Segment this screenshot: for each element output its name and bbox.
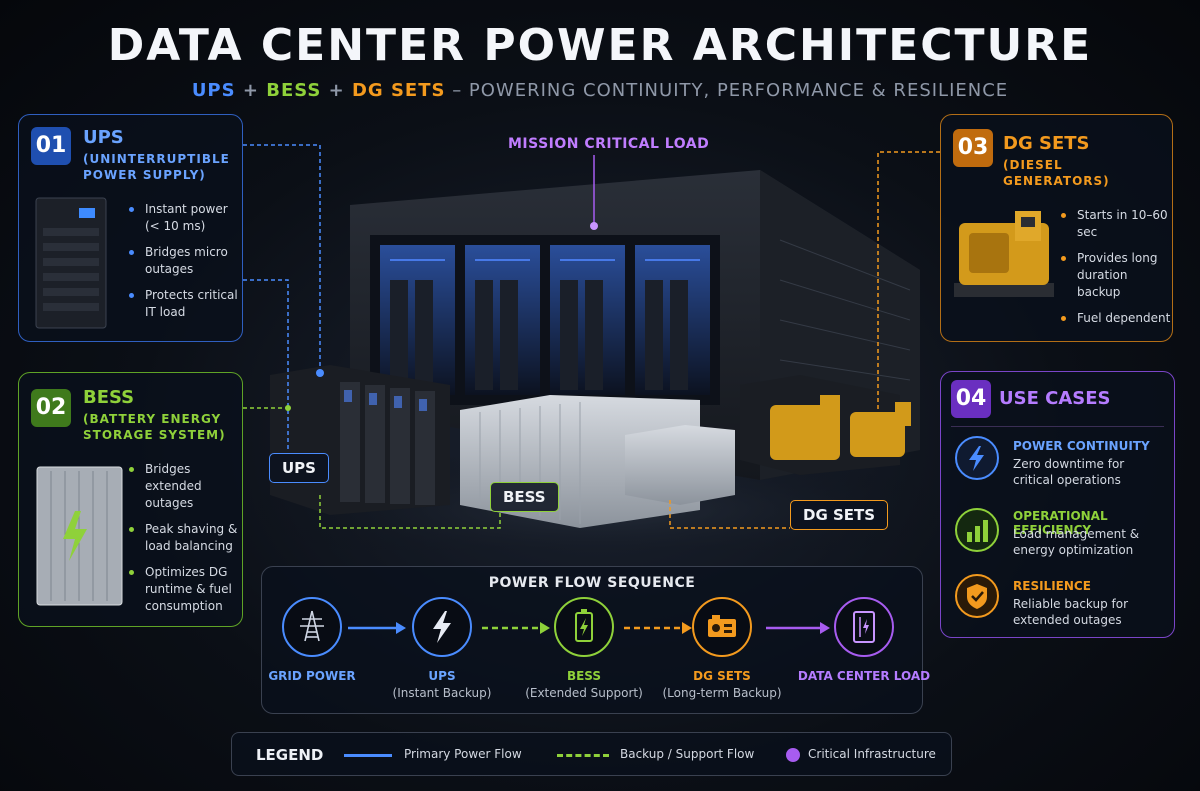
backup-arrow	[482, 622, 550, 634]
flow-step-label: GRID POWER	[268, 669, 356, 683]
ups-panel: 01 UPS (UNINTERRUPTIBLE POWER SUPPLY) In…	[18, 114, 243, 342]
dg-bullet: Provides long duration backup	[1061, 250, 1171, 301]
dg-sets-panel: 03 DG SETS (DIESEL GENERATORS) Starts in…	[940, 114, 1173, 342]
dg-sets-circle	[692, 597, 752, 657]
power-flow-panel: POWER FLOW SEQUENCE GRID POWER UPS (Inst…	[261, 566, 930, 714]
ups-subtitle-line2: POWER SUPPLY)	[83, 168, 206, 182]
bess-container-small	[625, 425, 735, 505]
use-case-title: RESILIENCE	[1013, 579, 1091, 593]
flow-step-label: DG SETS	[693, 669, 751, 683]
subtitle-bess: BESS	[266, 80, 322, 101]
battery-icon	[575, 609, 593, 642]
use-case-title: POWER CONTINUITY	[1013, 439, 1150, 453]
bar-chart-icon	[955, 508, 999, 552]
bess-circle	[554, 597, 614, 657]
mission-node	[590, 222, 598, 230]
use-case-title: OPERATIONAL EFFICIENCY	[1013, 509, 1108, 537]
ups-node	[316, 369, 324, 377]
bess-subtitle-line1: (BATTERY ENERGY	[83, 412, 222, 426]
page-title: DATA CENTER POWER ARCHITECTURE	[107, 20, 1093, 71]
flow-step-sub: (Extended Support)	[525, 686, 643, 700]
data-center-illustration	[240, 170, 940, 550]
use-cases-divider	[951, 426, 1164, 427]
dg-bullet: Fuel dependent	[1061, 310, 1171, 327]
primary-arrow	[348, 622, 406, 634]
use-case-desc: Load management & energy optimization	[1013, 527, 1140, 557]
use-case-desc: Reliable backup for extended outages	[1013, 597, 1129, 627]
page-subtitle: UPS + BESS + DG SETS – POWERING CONTINUI…	[0, 80, 1200, 101]
generator-icon	[954, 211, 1054, 297]
ups-subtitle-line1: (UNINTERRUPTIBLE	[83, 152, 230, 166]
power-flow-title: POWER FLOW SEQUENCE	[488, 575, 696, 591]
primary-arrow	[766, 622, 830, 634]
subtitle-ups: UPS	[191, 80, 236, 101]
ups-bullet: Bridges micro outages	[129, 244, 239, 278]
ups-circle	[412, 597, 472, 657]
flow-step-label: UPS	[428, 669, 456, 683]
dg-panel-title: DG SETS	[1003, 133, 1090, 154]
legend-primary-label: Primary Power Flow	[404, 747, 522, 761]
legend: LEGEND Primary Power Flow Backup / Suppo…	[231, 732, 952, 776]
use-cases-panel: 04 USE CASES POWER CONTINUITY Zero downt…	[940, 371, 1175, 638]
ups-bullets: Instant power (< 10 ms) Bridges micro ou…	[129, 201, 239, 330]
mission-critical-label: MISSION CRITICAL LOAD	[508, 136, 710, 152]
use-case-desc: Zero downtime for critical operations	[1013, 457, 1125, 487]
legend-critical-swatch	[786, 748, 800, 762]
legend-primary-swatch	[344, 754, 392, 757]
bess-bullet: Bridges extended outages	[129, 461, 239, 512]
generator-units	[770, 395, 911, 460]
flow-step-sub: (Instant Backup)	[392, 686, 492, 700]
data-center-load-circle	[834, 597, 894, 657]
lightning-icon	[433, 611, 451, 643]
flow-step-label: DATA CENTER LOAD	[797, 669, 931, 683]
grid-power-circle	[282, 597, 342, 657]
use-cases-number: 04	[951, 380, 991, 418]
shield-check-icon	[955, 574, 999, 618]
ups-callout: UPS	[269, 453, 329, 483]
server-rack-icon	[853, 611, 875, 643]
subtitle-plus-2: +	[321, 80, 352, 101]
bess-subtitle-line2: STORAGE SYSTEM)	[83, 428, 226, 442]
legend-backup-label: Backup / Support Flow	[620, 747, 755, 761]
battery-container-icon	[36, 466, 123, 606]
flow-step-label: BESS	[566, 669, 602, 683]
flow-step-sub: (Long-term Backup)	[662, 686, 782, 700]
ups-bullet: Protects critical IT load	[129, 287, 239, 321]
bess-bullet: Optimizes DG runtime & fuel consumption	[129, 564, 239, 615]
ups-panel-title: UPS	[83, 127, 124, 148]
bess-panel: 02 BESS (BATTERY ENERGY STORAGE SYSTEM) …	[18, 372, 243, 627]
ups-panel-number: 01	[31, 127, 71, 165]
ups-bullet: Instant power (< 10 ms)	[129, 201, 239, 235]
bess-bullet: Peak shaving & load balancing	[129, 521, 239, 555]
dg-bullet: Starts in 10–60 sec	[1061, 207, 1171, 241]
backup-arrow	[624, 622, 692, 634]
subtitle-rest: – POWERING CONTINUITY, PERFORMANCE & RES…	[445, 80, 1009, 101]
lightning-icon	[955, 436, 999, 480]
legend-backup-swatch	[557, 754, 609, 757]
ups-cabinet-icon	[35, 197, 107, 329]
dg-sets-callout: DG SETS	[790, 500, 889, 530]
bess-bullets: Bridges extended outages Peak shaving & …	[129, 461, 239, 624]
ups-panel-subtitle: (UNINTERRUPTIBLE POWER SUPPLY)	[83, 151, 230, 183]
dg-panel-number: 03	[953, 129, 993, 167]
bess-panel-title: BESS	[83, 387, 135, 408]
dg-bullets: Starts in 10–60 sec Provides long durati…	[1061, 207, 1171, 336]
bess-panel-subtitle: (BATTERY ENERGY STORAGE SYSTEM)	[83, 411, 226, 443]
use-cases-title: USE CASES	[999, 388, 1111, 409]
subtitle-dg: DG SETS	[351, 80, 446, 101]
legend-title: LEGEND	[256, 746, 324, 764]
legend-critical-label: Critical Infrastructure	[808, 747, 936, 761]
dg-panel-subtitle: (DIESEL GENERATORS)	[1003, 158, 1110, 188]
transmission-tower-icon	[300, 610, 324, 642]
bess-callout: BESS	[490, 482, 559, 512]
subtitle-plus-1: +	[235, 80, 267, 101]
generator-icon	[708, 615, 736, 637]
bess-panel-number: 02	[31, 389, 71, 427]
